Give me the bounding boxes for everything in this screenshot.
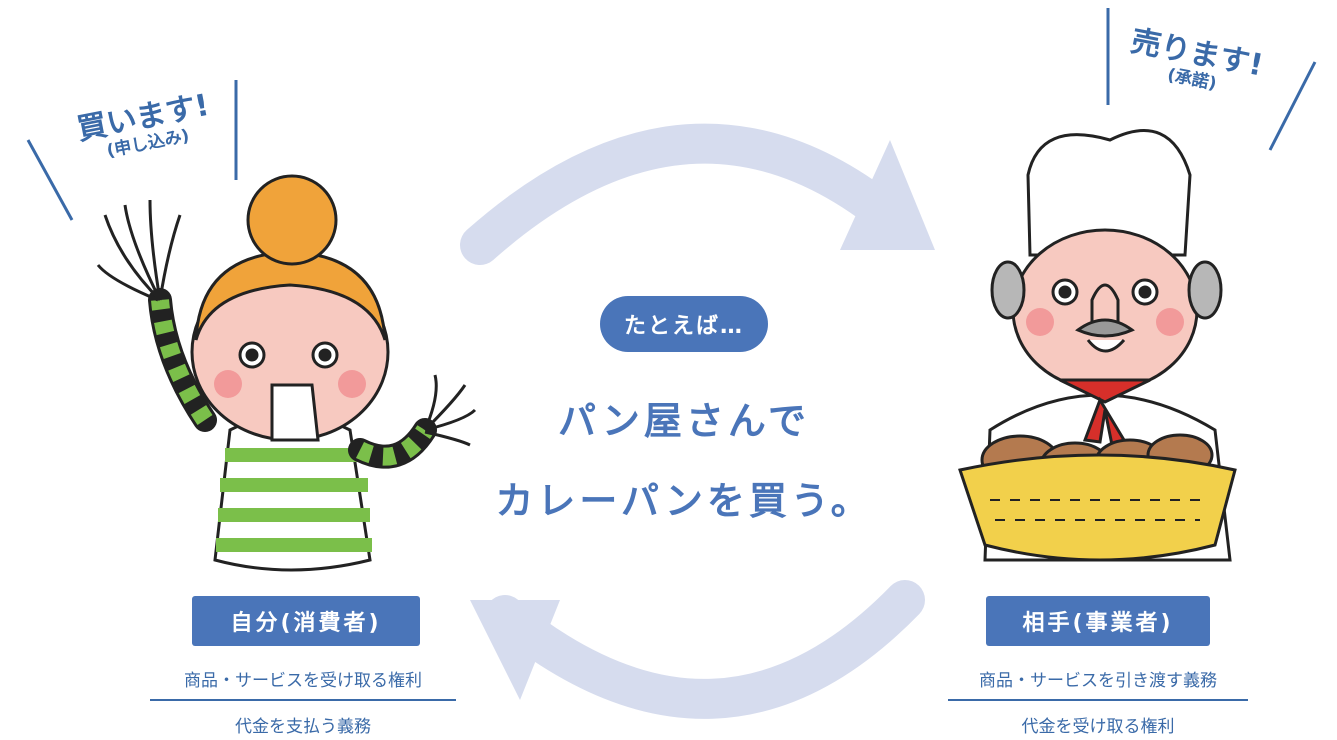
cycle-arrow-right-icon [460, 123, 935, 265]
business-duty-text: 商品・サービスを引き渡す義務 [948, 666, 1248, 701]
consumer-duty-text: 代金を支払う義務 [235, 717, 371, 737]
headline-line-2: カレーパンを買う。 [495, 479, 873, 523]
baker-illustration-icon [958, 129, 1237, 562]
shout-lines-right [1106, 8, 1317, 151]
business-role-label: 相手(事業者) [986, 596, 1210, 646]
consumer-role-label: 自分(消費者) [192, 596, 420, 646]
business-right-text: 代金を受け取る権利 [1021, 717, 1175, 737]
shout-lines-left [26, 80, 238, 221]
cycle-arrow-left-icon [470, 580, 925, 719]
headline-line-1: パン屋さんで [557, 399, 810, 443]
consumer-right-text: 商品・サービスを受け取る権利 [150, 666, 456, 701]
example-bubble: たとえば… [600, 296, 768, 352]
consumer-illustration-icon [96, 174, 477, 572]
